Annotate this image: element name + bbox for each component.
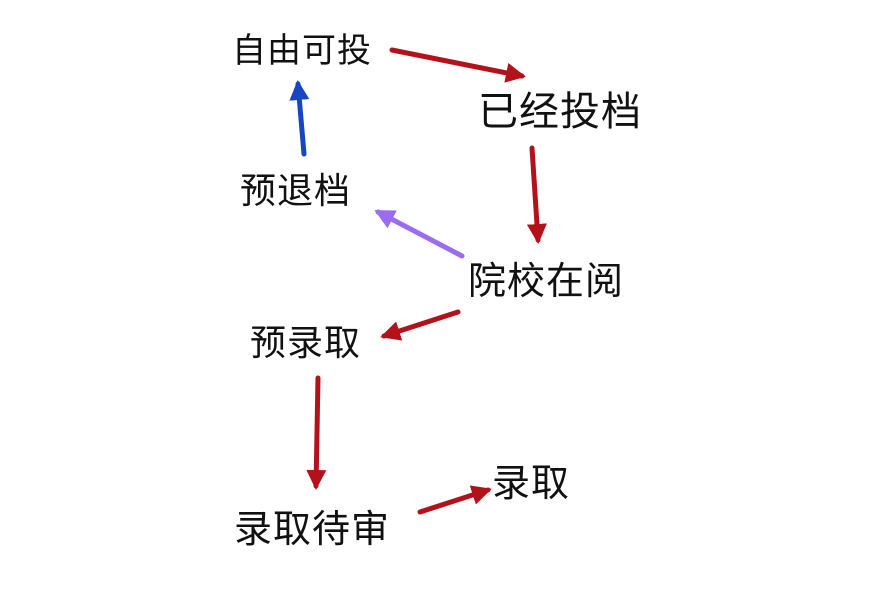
arrow-free-to-filed [389,47,526,83]
node-admission-pending: 录取待审 [234,507,391,551]
arrow-pending-to-admitted [417,485,492,515]
node-school-reviewing: 院校在阅 [468,259,625,303]
arrow-reviewing-to-prewithdraw [374,209,465,259]
node-admitted: 录取 [492,461,571,505]
arrow-reviewing-to-preadmit [380,309,461,341]
node-pre-admit: 预录取 [250,323,362,364]
arrow-prewithdraw-to-free [289,80,310,157]
arrow-filed-to-reviewing [526,145,547,244]
node-pre-withdraw: 预退档 [240,171,352,212]
node-filed: 已经投档 [478,89,642,135]
arrow-preadmit-to-pending [306,375,327,490]
node-free-to-file: 自由可投 [232,31,372,71]
